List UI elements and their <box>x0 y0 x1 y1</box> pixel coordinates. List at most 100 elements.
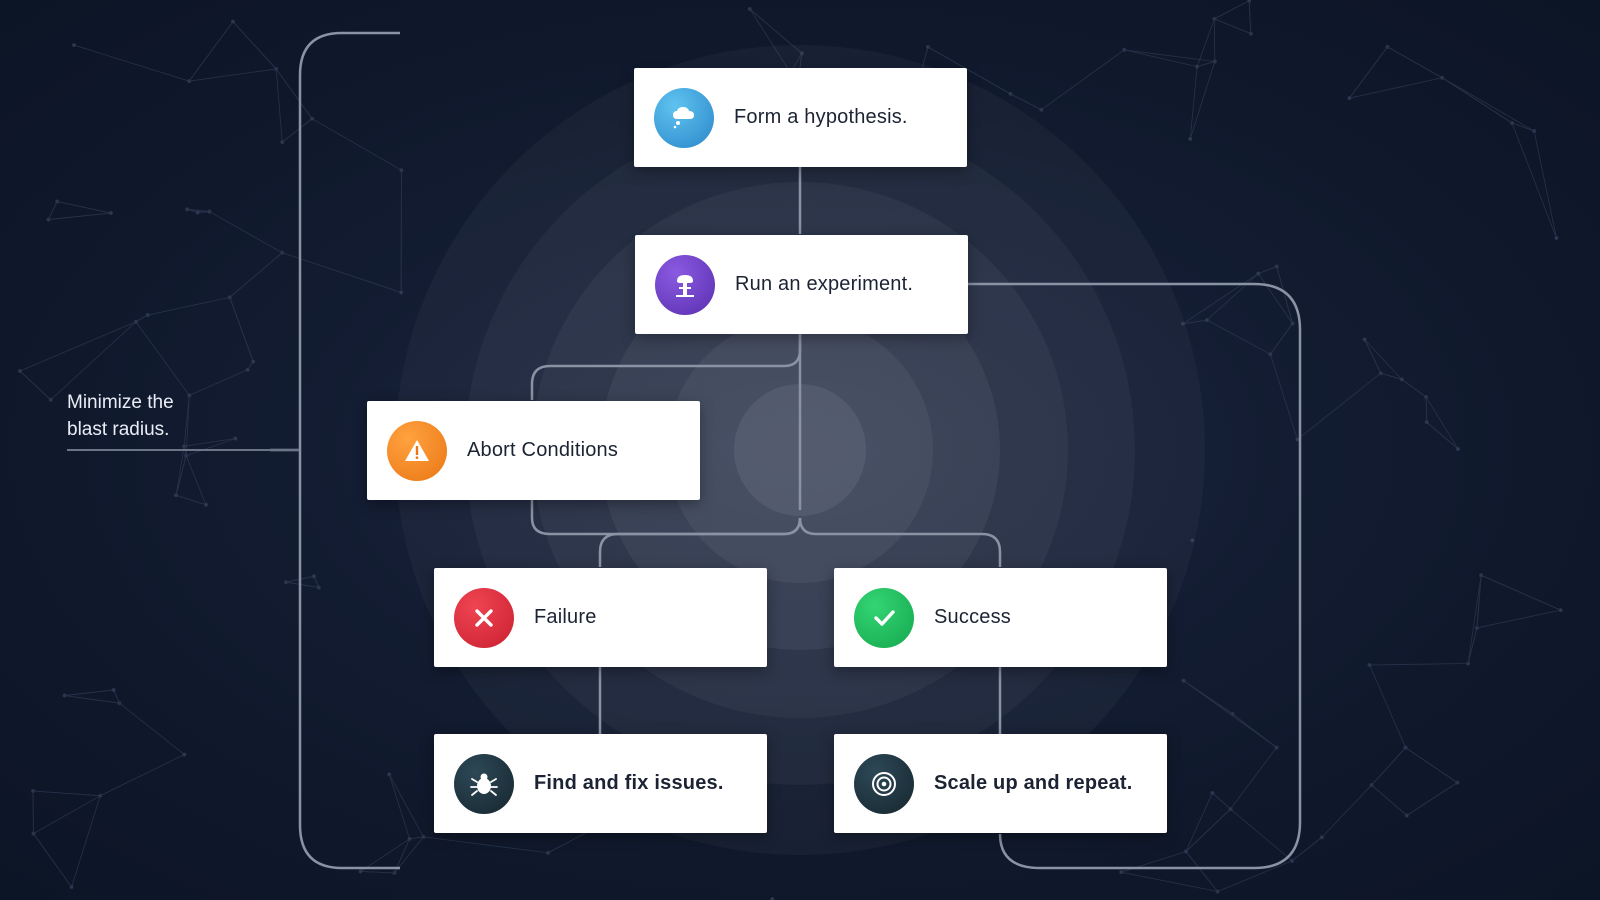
network-node <box>230 19 235 24</box>
network-edge <box>1121 871 1218 892</box>
network-edge <box>32 790 101 797</box>
network-edge <box>1276 266 1293 324</box>
network-node <box>407 836 412 841</box>
network-edge <box>1269 354 1298 440</box>
network-edge <box>33 795 101 834</box>
network-node <box>1188 137 1193 142</box>
network-edge <box>1230 808 1293 862</box>
network-node <box>1204 318 1209 323</box>
network-node <box>1558 608 1563 613</box>
step-abort[interactable]: Abort Conditions <box>367 401 700 500</box>
network-node <box>1362 337 1367 342</box>
network-edge <box>64 695 120 704</box>
network-edge <box>1371 747 1406 786</box>
network-node <box>108 211 113 216</box>
network-node <box>1347 96 1352 101</box>
network-edge <box>275 68 283 143</box>
network-edge <box>1349 77 1443 99</box>
network-edge <box>1291 836 1323 862</box>
network-node <box>133 319 138 324</box>
network-node <box>18 369 23 374</box>
network-edge <box>282 252 402 293</box>
network-edge <box>1369 664 1406 748</box>
network-node <box>1456 446 1461 451</box>
step-failure-label: Failure <box>534 606 597 628</box>
network-edge <box>1467 627 1478 664</box>
network-edge <box>188 21 234 82</box>
step-scale[interactable]: Scale up and repeat. <box>834 734 1167 833</box>
network-node <box>310 116 315 121</box>
step-fix[interactable]: Find and fix issues. <box>434 734 767 833</box>
network-edge <box>360 871 395 874</box>
step-hypothesis[interactable]: Form a hypothesis. <box>634 68 967 167</box>
network-edge <box>1189 61 1216 140</box>
network-node <box>195 210 200 215</box>
network-edge <box>186 438 236 457</box>
note-line-2: blast radius. <box>67 419 170 440</box>
network-node <box>251 359 256 364</box>
network-edge <box>1196 61 1215 67</box>
step-success-label: Success <box>934 606 1011 628</box>
network-edge <box>1349 46 1388 99</box>
network-node <box>1319 835 1324 840</box>
network-edge <box>927 46 1011 95</box>
network-edge <box>185 455 207 505</box>
network-edge <box>1425 396 1428 423</box>
network-edge <box>1321 784 1372 838</box>
network-edge <box>1185 851 1218 892</box>
network-edge <box>1476 575 1482 628</box>
network-edge <box>189 369 248 396</box>
network-edge <box>1476 609 1561 629</box>
network-edge <box>1297 372 1382 440</box>
network-edge <box>1214 0 1250 20</box>
network-node <box>311 574 316 579</box>
network-edge <box>135 321 190 396</box>
network-node <box>1247 0 1252 3</box>
network-edge <box>1441 77 1535 132</box>
connector-experiment-abort <box>530 334 802 400</box>
network-edge <box>1124 49 1198 67</box>
checkmark-icon <box>854 587 914 648</box>
step-experiment[interactable]: Run an experiment. <box>635 235 968 334</box>
step-success[interactable]: Success <box>834 568 1167 667</box>
network-edge <box>209 211 283 254</box>
network-edge <box>275 68 313 119</box>
network-node <box>387 772 392 777</box>
network-edge <box>33 833 72 888</box>
network-edge <box>1364 339 1403 380</box>
network-node <box>1119 870 1124 875</box>
network-edge <box>1182 273 1259 325</box>
network-edge <box>1010 93 1042 111</box>
network-edge <box>48 201 58 220</box>
step-hypothesis-label: Form a hypothesis. <box>734 106 908 128</box>
network-edge <box>1041 49 1125 111</box>
network-node <box>1195 64 1200 69</box>
network-edge <box>232 21 277 70</box>
step-experiment-label: Run an experiment. <box>735 273 914 295</box>
network-edge <box>1230 747 1277 810</box>
network-edge <box>100 754 185 797</box>
network-edge <box>1183 680 1277 748</box>
network-edge <box>1511 122 1557 239</box>
note-line-1: Minimize the <box>67 392 174 413</box>
network-node <box>1256 271 1261 276</box>
thought-cloud-icon <box>654 87 714 148</box>
network-edge <box>175 494 207 506</box>
network-edge <box>175 455 187 496</box>
network-node <box>399 290 404 295</box>
network-node <box>233 436 238 441</box>
step-failure[interactable]: Failure <box>434 568 767 667</box>
network-edge <box>19 370 51 401</box>
network-edge <box>175 446 185 496</box>
network-edge <box>423 836 549 854</box>
network-edge <box>1185 792 1213 852</box>
network-node <box>1190 538 1195 543</box>
bug-icon <box>454 753 514 814</box>
network-edge <box>135 314 148 323</box>
network-edge <box>50 321 137 401</box>
network-edge <box>1217 860 1293 892</box>
network-edge <box>1369 663 1469 666</box>
network-node <box>1181 678 1186 683</box>
network-edge <box>19 321 137 372</box>
network-edge <box>73 44 190 82</box>
